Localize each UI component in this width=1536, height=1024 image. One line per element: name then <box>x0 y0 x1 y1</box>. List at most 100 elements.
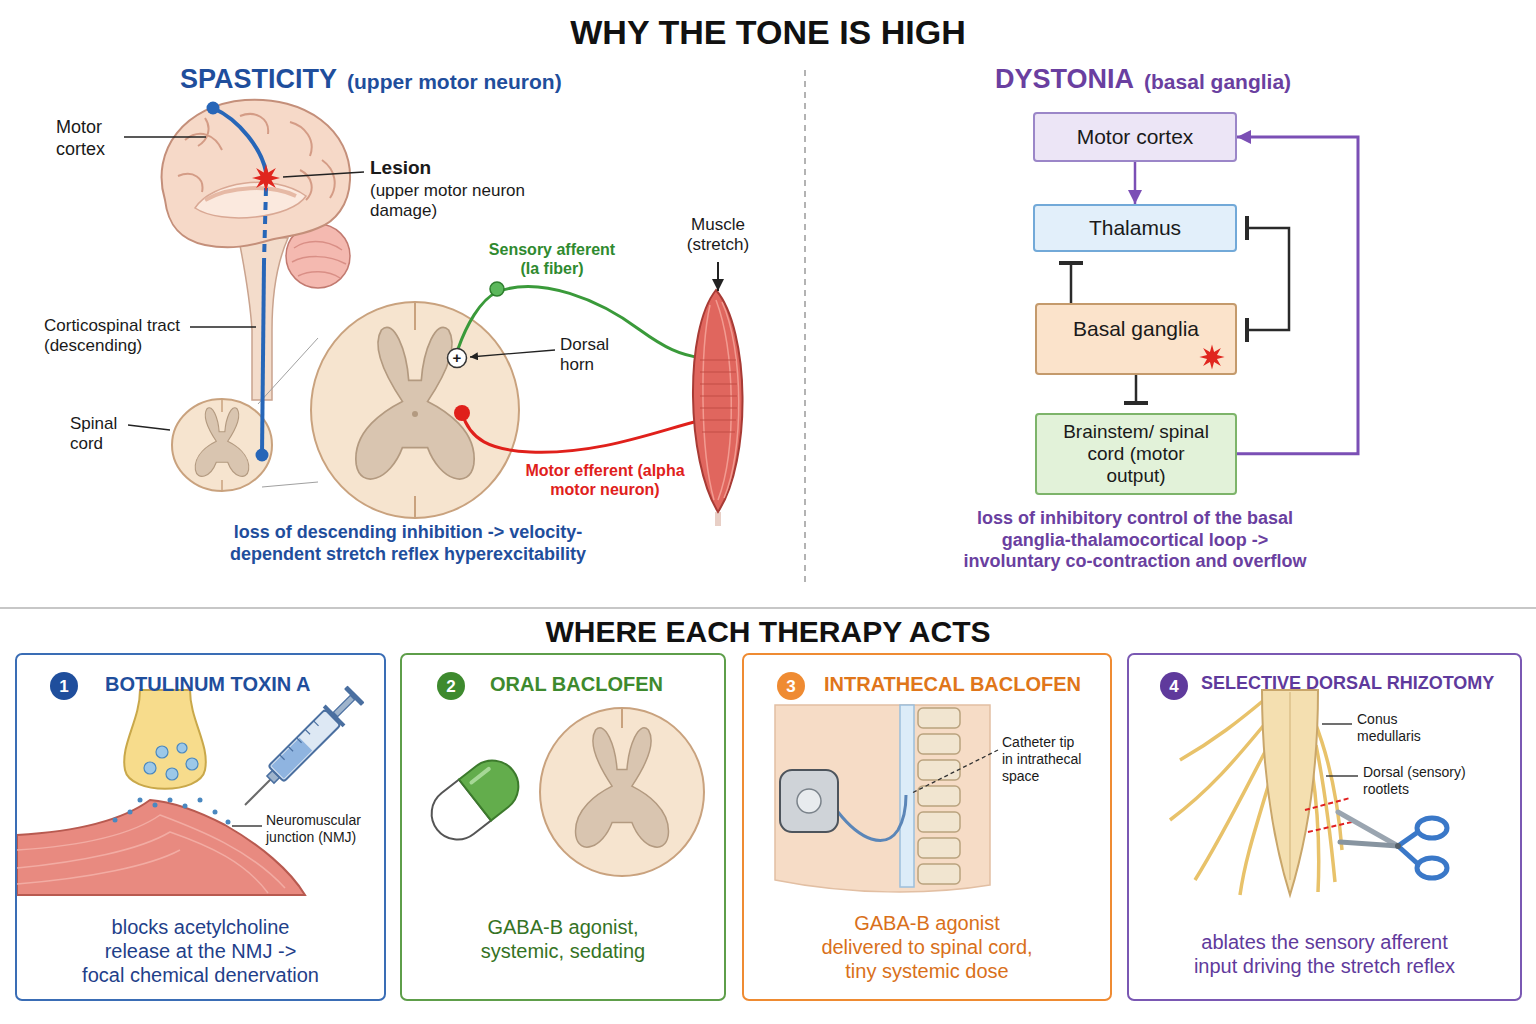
synapse-symbol <box>448 349 467 368</box>
nmj-illustration <box>17 815 285 893</box>
spinal-cord-section <box>221 399 223 412</box>
spinal-cord-section <box>195 408 249 477</box>
nmj-illustration <box>168 798 173 803</box>
spine-pump-illustration <box>918 786 960 806</box>
brain-illustration <box>205 188 296 200</box>
lesion-star <box>1199 344 1224 369</box>
brain-illustration <box>162 100 351 400</box>
muscle-illustration <box>693 262 743 526</box>
spine-pump-illustration <box>918 760 960 780</box>
corticospinal-tract <box>256 449 269 462</box>
callout-number-text: 1 <box>59 678 68 695</box>
part-label: Corticospinal tract (descending) <box>44 316 184 357</box>
excitatory-arrow <box>1134 162 1137 204</box>
node-label: Basal ganglia <box>1073 317 1199 341</box>
scissors-illustration <box>1338 812 1447 878</box>
nmj-illustration <box>156 746 168 758</box>
muscle-illustration <box>715 512 721 526</box>
spine-pump-illustration <box>918 812 960 832</box>
lesion-star <box>252 164 280 192</box>
capsule-illustration <box>471 769 488 783</box>
syringe-illustration <box>280 721 319 760</box>
inhibitory-connector <box>1135 375 1138 403</box>
brain-illustration <box>162 100 351 248</box>
conus-illustration <box>1289 692 1291 880</box>
conus-illustration <box>1170 690 1358 895</box>
therapy-heading: SELECTIVE DORSAL RHIZOTOMY <box>1201 673 1494 695</box>
inhibitory-connector <box>1247 228 1289 330</box>
therapy-panel: INTRATHECAL BACLOFENGABA-B agonist deliv… <box>742 653 1112 1001</box>
nmj-illustration <box>144 762 156 774</box>
syringe-illustration <box>271 738 312 779</box>
mechanism-caption: loss of descending inhibition -> velocit… <box>128 522 688 565</box>
nmj-illustration <box>226 820 231 825</box>
therapy-description: GABA-B agonist, systemic, sedating <box>453 915 673 963</box>
spine-pump-illustration <box>797 789 821 813</box>
brain-illustration <box>292 242 346 279</box>
part-note: (upper motor neuron damage) <box>370 181 550 222</box>
therapy-heading: ORAL BACLOFEN <box>490 672 663 696</box>
part-label: Spinal cord <box>70 414 132 455</box>
muscle-illustration <box>700 360 737 432</box>
nmj-illustration <box>177 743 187 753</box>
therapy-panel: ORAL BACLOFEN GABA-B agonist, systemic, s… <box>400 653 726 1001</box>
nmj-illustration <box>186 758 198 770</box>
spinal-cord-section <box>311 302 519 518</box>
lesion-box: Basal ganglia <box>1035 303 1237 375</box>
part-label: Dorsal (sensory) rootlets <box>1363 764 1488 798</box>
spinal-cord-section <box>621 708 623 728</box>
scissors-illustration <box>1398 832 1418 846</box>
output-box: Brainstem/ spinal cord (motor output) <box>1035 413 1237 495</box>
spinal-cord-section <box>262 482 318 487</box>
panel-divider <box>804 70 806 582</box>
node-label: Brainstem/ spinal cord (motor output) <box>1056 421 1216 487</box>
spinal-cord-section <box>412 411 418 417</box>
lesion-label: Lesion <box>370 157 431 180</box>
panel-divider <box>0 70 1536 608</box>
spinal-cord-section <box>311 302 519 518</box>
node-label: Motor cortex <box>1077 125 1194 149</box>
leader-line <box>128 425 170 430</box>
conus-illustration <box>1326 775 1358 776</box>
spine-pump-illustration <box>912 750 998 793</box>
leader-line <box>124 136 206 137</box>
therapy-description: blocks acetylcholine release at the NMJ … <box>56 915 346 987</box>
nmj-illustration <box>198 798 203 803</box>
spine-pump-illustration <box>918 864 960 884</box>
leader-line <box>124 137 555 430</box>
part-label: Dorsal horn <box>560 335 624 376</box>
brain-illustration <box>195 182 306 218</box>
nmj-illustration <box>17 800 305 895</box>
fiber-label: Sensory afferent (Ia fiber) <box>482 240 622 278</box>
spine-pump-illustration <box>918 838 960 858</box>
therapy-panel: SELECTIVE DORSAL RHIZOTOMY ablates the se… <box>1127 653 1522 1001</box>
muscle-illustration <box>693 290 743 512</box>
callout-number: 2 <box>437 672 465 700</box>
callout-number-text: 3 <box>786 678 795 695</box>
section-heading: WHERE EACH THERAPY ACTS <box>0 614 1536 650</box>
syringe-illustration <box>344 685 365 706</box>
panel-subheading: (upper motor neuron) <box>347 69 562 94</box>
spine-pump-illustration <box>918 708 960 728</box>
scissors-illustration <box>1340 842 1398 846</box>
part-label: Conus medullaris <box>1357 711 1452 745</box>
spinal-cord-section <box>576 728 669 847</box>
panel-divider <box>0 607 1536 609</box>
therapy-description: ablates the sensory afferent input drivi… <box>1160 930 1490 978</box>
spine-pump-illustration <box>918 734 960 754</box>
leader-line <box>470 350 555 357</box>
panel-subheading: (basal ganglia) <box>1144 69 1291 94</box>
nmj-illustration <box>183 804 188 809</box>
corticospinal-tract <box>207 102 269 462</box>
therapy-heading: BOTULINUM TOXIN A <box>105 672 311 696</box>
scissors-illustration <box>1338 812 1398 846</box>
synapse-sign: + <box>449 350 465 365</box>
syringe-illustration <box>333 695 354 716</box>
spine-pump-illustration <box>775 705 998 892</box>
syringe-illustration <box>268 710 340 782</box>
lesion-star <box>252 164 280 192</box>
spinal-cord-section <box>172 338 318 491</box>
